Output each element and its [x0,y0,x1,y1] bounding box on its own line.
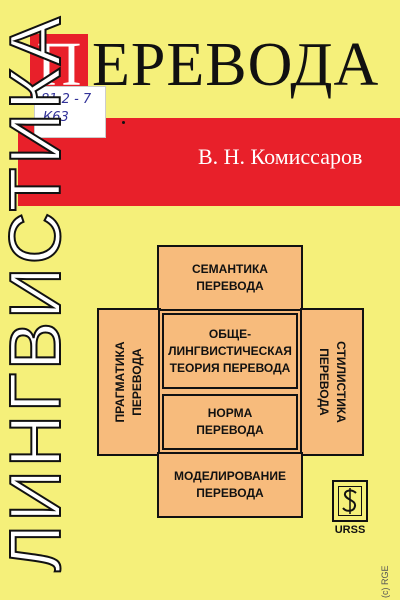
vertical-title: ЛИНГВИСТИКА [0,13,77,573]
stylistics-line-1: СТИЛИСТИКА [334,341,348,423]
sticker-dot [122,121,125,124]
title-first-letter: П [30,34,88,96]
stylistics-box [300,308,364,456]
modeling-line-1: МОДЕЛИРОВАНИЕ [174,469,286,483]
pragmatics-line-2: ПЕРЕВОДА [130,348,144,416]
general-theory-line-2: ЛИНГВИСТИЧЕСКАЯ [168,343,292,358]
title-rest: ЕРЕВОДА [92,31,380,99]
author-name: В. Н. Комиссаров [198,144,363,169]
s-glyph-icon [342,488,357,514]
semantics-box: СЕМАНТИКА ПЕРЕВОДА [157,245,303,311]
semantics-line-1: СЕМАНТИКА [192,262,268,276]
publisher-logo: URSS [332,480,372,542]
sticker-line-2: К63 [43,110,69,125]
modeling-box: МОДЕЛИРОВАНИЕ ПЕРЕВОДА [157,452,303,518]
pragmatics-label: ПРАГМАТИКА ПЕРЕВОДА [112,341,146,422]
urss-s-logo-icon [332,480,368,522]
pragmatics-line-1: ПРАГМАТИКА [113,341,127,423]
watermark-text: (c) RGE [380,565,390,599]
general-theory-box: ОБЩЕ- ЛИНГВИСТИЧЕСКАЯ ТЕОРИЯ ПЕРЕВОДА [162,313,298,389]
norm-line-1: НОРМА [207,406,253,420]
stylistics-label: СТИЛИСТИКА ПЕРЕВОДА [315,341,349,423]
stylistics-line-2: ПЕРЕВОДА [317,348,331,416]
general-theory-line-1: ОБЩЕ- [208,326,252,341]
library-sticker: 81.2 - 7 К63 [34,86,106,138]
sticker-line-1: 81.2 - 7 [41,92,92,107]
general-theory-line-3: ТЕОРИЯ ПЕРЕВОДА [169,360,291,375]
norm-line-2: ПЕРЕВОДА [196,423,264,437]
norm-box: НОРМА ПЕРЕВОДА [162,394,298,450]
modeling-line-2: ПЕРЕВОДА [196,486,264,500]
publisher-name: URSS [334,524,366,536]
semantics-line-2: ПЕРЕВОДА [196,279,264,293]
